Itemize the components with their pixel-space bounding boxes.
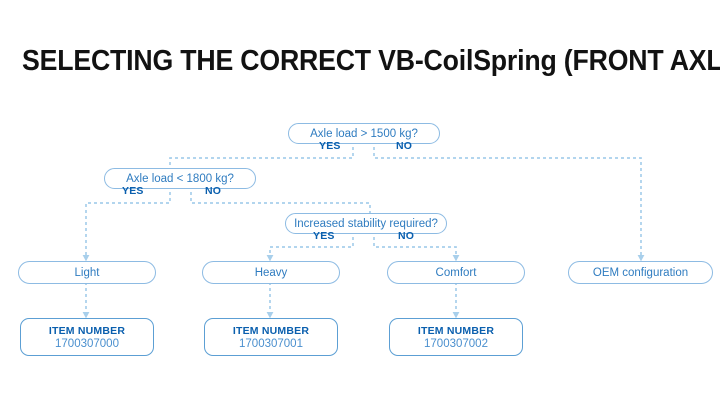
- item-number-value: 1700307002: [424, 337, 488, 350]
- item-number-value: 1700307001: [239, 337, 303, 350]
- wire-d3-yes: [266, 237, 354, 262]
- decision-axle-load-1800[interactable]: Axle load < 1800 kg?: [104, 168, 256, 189]
- decision-increased-stability[interactable]: Increased stability required?: [285, 213, 447, 234]
- item-number-heading: ITEM NUMBER: [232, 324, 310, 337]
- decision-3-no-label: NO: [398, 230, 415, 242]
- page-title: SELECTING THE CORRECT VB-CoilSpring (FRO…: [22, 45, 720, 77]
- decision-1-no-label: NO: [396, 140, 413, 152]
- result-comfort[interactable]: Comfort: [387, 261, 525, 284]
- item-number-box-comfort[interactable]: ITEM NUMBER 1700307002: [389, 318, 523, 356]
- result-light[interactable]: Light: [18, 261, 156, 284]
- item-number-heading: ITEM NUMBER: [417, 324, 495, 337]
- wire-d3-no: [373, 237, 460, 262]
- result-heavy[interactable]: Heavy: [202, 261, 340, 284]
- item-number-box-light[interactable]: ITEM NUMBER 1700307000: [20, 318, 154, 356]
- decision-2-yes-label: YES: [122, 185, 144, 197]
- wire-d2-yes: [82, 192, 171, 262]
- wire-d1-no: [373, 147, 645, 262]
- decision-1-yes-label: YES: [319, 140, 341, 152]
- decision-2-no-label: NO: [205, 185, 222, 197]
- item-number-box-heavy[interactable]: ITEM NUMBER 1700307001: [204, 318, 338, 356]
- wire-d1-yes: [169, 147, 354, 170]
- item-number-value: 1700307000: [55, 337, 119, 350]
- decision-3-yes-label: YES: [313, 230, 335, 242]
- result-oem-configuration[interactable]: OEM configuration: [568, 261, 713, 284]
- item-number-heading: ITEM NUMBER: [48, 324, 126, 337]
- decision-axle-load-1500[interactable]: Axle load > 1500 kg?: [288, 123, 440, 144]
